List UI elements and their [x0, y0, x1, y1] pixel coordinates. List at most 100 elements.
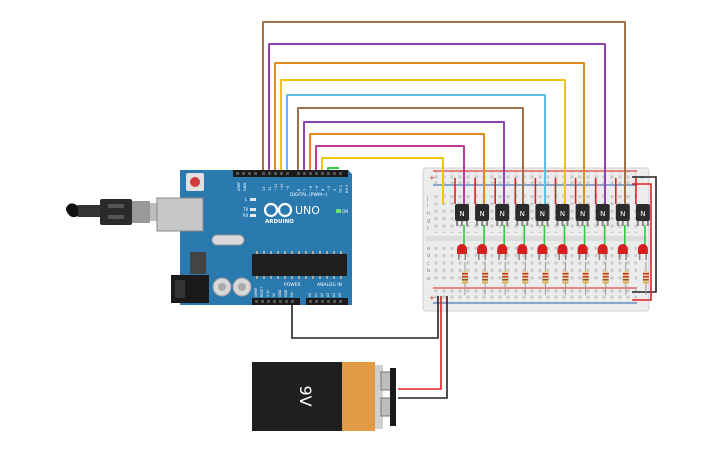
on-led — [336, 209, 341, 213]
npn-transistor[interactable] — [615, 204, 630, 221]
red-led[interactable] — [617, 244, 628, 254]
wire-pin13[interactable] — [262, 21, 626, 204]
wire-rail-negative-right[interactable] — [632, 176, 657, 293]
analog-in-label: ANALOG IN — [317, 282, 342, 288]
driver-column: N — [554, 178, 570, 295]
wire-pin12[interactable] — [268, 43, 606, 204]
wire-pin7[interactable] — [303, 121, 505, 204]
battery-label: 9V — [296, 385, 315, 406]
pin-label-8: 8 — [297, 188, 301, 191]
npn-transistor[interactable] — [595, 204, 610, 221]
resistor[interactable] — [582, 262, 589, 295]
transistor-label: N — [640, 210, 645, 218]
pin-label-5: ~5 — [315, 186, 319, 191]
resistor[interactable] — [542, 262, 549, 295]
pin-label-reset: RESET — [260, 287, 264, 297]
npn-transistor[interactable] — [555, 204, 570, 221]
red-led[interactable] — [457, 244, 467, 254]
row-letter-f: f — [427, 226, 429, 232]
npn-transistor[interactable] — [535, 204, 550, 221]
row-letter-e: e — [427, 246, 430, 252]
transistor-label: N — [580, 210, 585, 218]
pin-label-4: 4 — [321, 188, 325, 191]
atmega-chip — [252, 254, 347, 276]
wire-pin9[interactable] — [286, 94, 546, 204]
pin-label-9: ~9 — [286, 185, 290, 191]
driver-column: N — [574, 178, 590, 295]
row-letter-c: c — [427, 261, 430, 267]
wire-pin4[interactable] — [321, 157, 444, 204]
red-led[interactable] — [557, 244, 568, 254]
pin-label-tx1: TX 1 — [339, 185, 343, 194]
npn-transistor[interactable] — [475, 204, 490, 221]
wire-battery-negative[interactable] — [398, 296, 448, 399]
battery-9v[interactable]: 9V — [252, 362, 396, 431]
red-led[interactable] — [477, 244, 488, 254]
wire-arduino-gnd[interactable] — [291, 296, 439, 339]
red-led[interactable] — [637, 244, 648, 254]
pin-label-a0: A0 — [308, 293, 312, 297]
pin-label-13: 13 — [262, 186, 266, 191]
resistor[interactable] — [562, 262, 569, 295]
npn-transistor[interactable] — [495, 204, 510, 221]
wire-pin10[interactable] — [280, 79, 566, 204]
usb-cable — [66, 199, 158, 225]
driver-column: N — [454, 178, 469, 295]
wire-rail-positive-right[interactable] — [632, 183, 652, 301]
red-led[interactable] — [537, 244, 548, 254]
npn-transistor[interactable] — [455, 204, 469, 221]
pin-label-a4: A4 — [332, 293, 336, 297]
wire-pin5[interactable] — [315, 145, 465, 204]
l-label: L — [245, 197, 248, 202]
wire-battery-positive[interactable] — [398, 296, 442, 390]
red-led[interactable] — [597, 244, 608, 254]
npn-transistor[interactable] — [515, 204, 530, 221]
transistor-label: N — [479, 210, 484, 218]
transistor-label: N — [560, 210, 565, 218]
driver-column: N — [534, 178, 550, 295]
l-led — [250, 198, 256, 201]
label-gnd-top: GND — [243, 183, 247, 191]
transistor-label: N — [520, 210, 525, 218]
pin-label-11: ~11 — [274, 183, 278, 191]
pin-label-12: 12 — [268, 186, 272, 191]
npn-transistor[interactable] — [575, 204, 590, 221]
resistor[interactable] — [622, 262, 629, 295]
row-letter-g: g — [427, 218, 430, 224]
pin-label-vin: Vin — [290, 292, 294, 297]
resistor[interactable] — [462, 262, 468, 295]
row-letter-i: i — [427, 203, 428, 209]
red-led[interactable] — [517, 244, 528, 254]
pin-label-a5: A5 — [338, 293, 342, 297]
wire-pin11[interactable] — [274, 62, 585, 204]
resistor[interactable] — [642, 262, 649, 295]
transistor-label: N — [600, 210, 605, 218]
arduino-uno[interactable]: AREF GND 13 12 ~11 ~10 ~9 8 7 ~6 ~5 4 ~3… — [156, 170, 352, 305]
pin-label-ioref: IOREF — [254, 287, 258, 297]
wire-pin8[interactable] — [297, 107, 524, 204]
pin-label-2: 2 — [333, 189, 337, 191]
pin-label-gnd1: GND — [278, 289, 282, 297]
npn-transistor[interactable] — [635, 204, 650, 221]
arduino-logo: ARDUINO — [263, 202, 294, 225]
tx-led — [250, 208, 256, 211]
resistor[interactable] — [502, 262, 509, 295]
resistor[interactable] — [522, 262, 529, 295]
resistor[interactable] — [482, 262, 489, 295]
rail-minus-top: - — [641, 174, 644, 182]
wire-pin6[interactable] — [309, 133, 485, 204]
driver-column: N — [635, 178, 650, 295]
pin-label-3v3: 3.3V — [266, 289, 270, 297]
row-letter-h: h — [427, 211, 430, 217]
row-letter-j: j — [426, 196, 428, 202]
pin-label-5v: 5V — [272, 292, 276, 297]
signal-wires — [262, 21, 626, 204]
driver-column: N — [474, 178, 490, 295]
reset-button[interactable] — [190, 177, 200, 187]
red-led[interactable] — [497, 244, 508, 254]
pin-label-7: 7 — [303, 189, 307, 191]
red-led[interactable] — [577, 244, 588, 254]
resistor[interactable] — [602, 262, 609, 295]
